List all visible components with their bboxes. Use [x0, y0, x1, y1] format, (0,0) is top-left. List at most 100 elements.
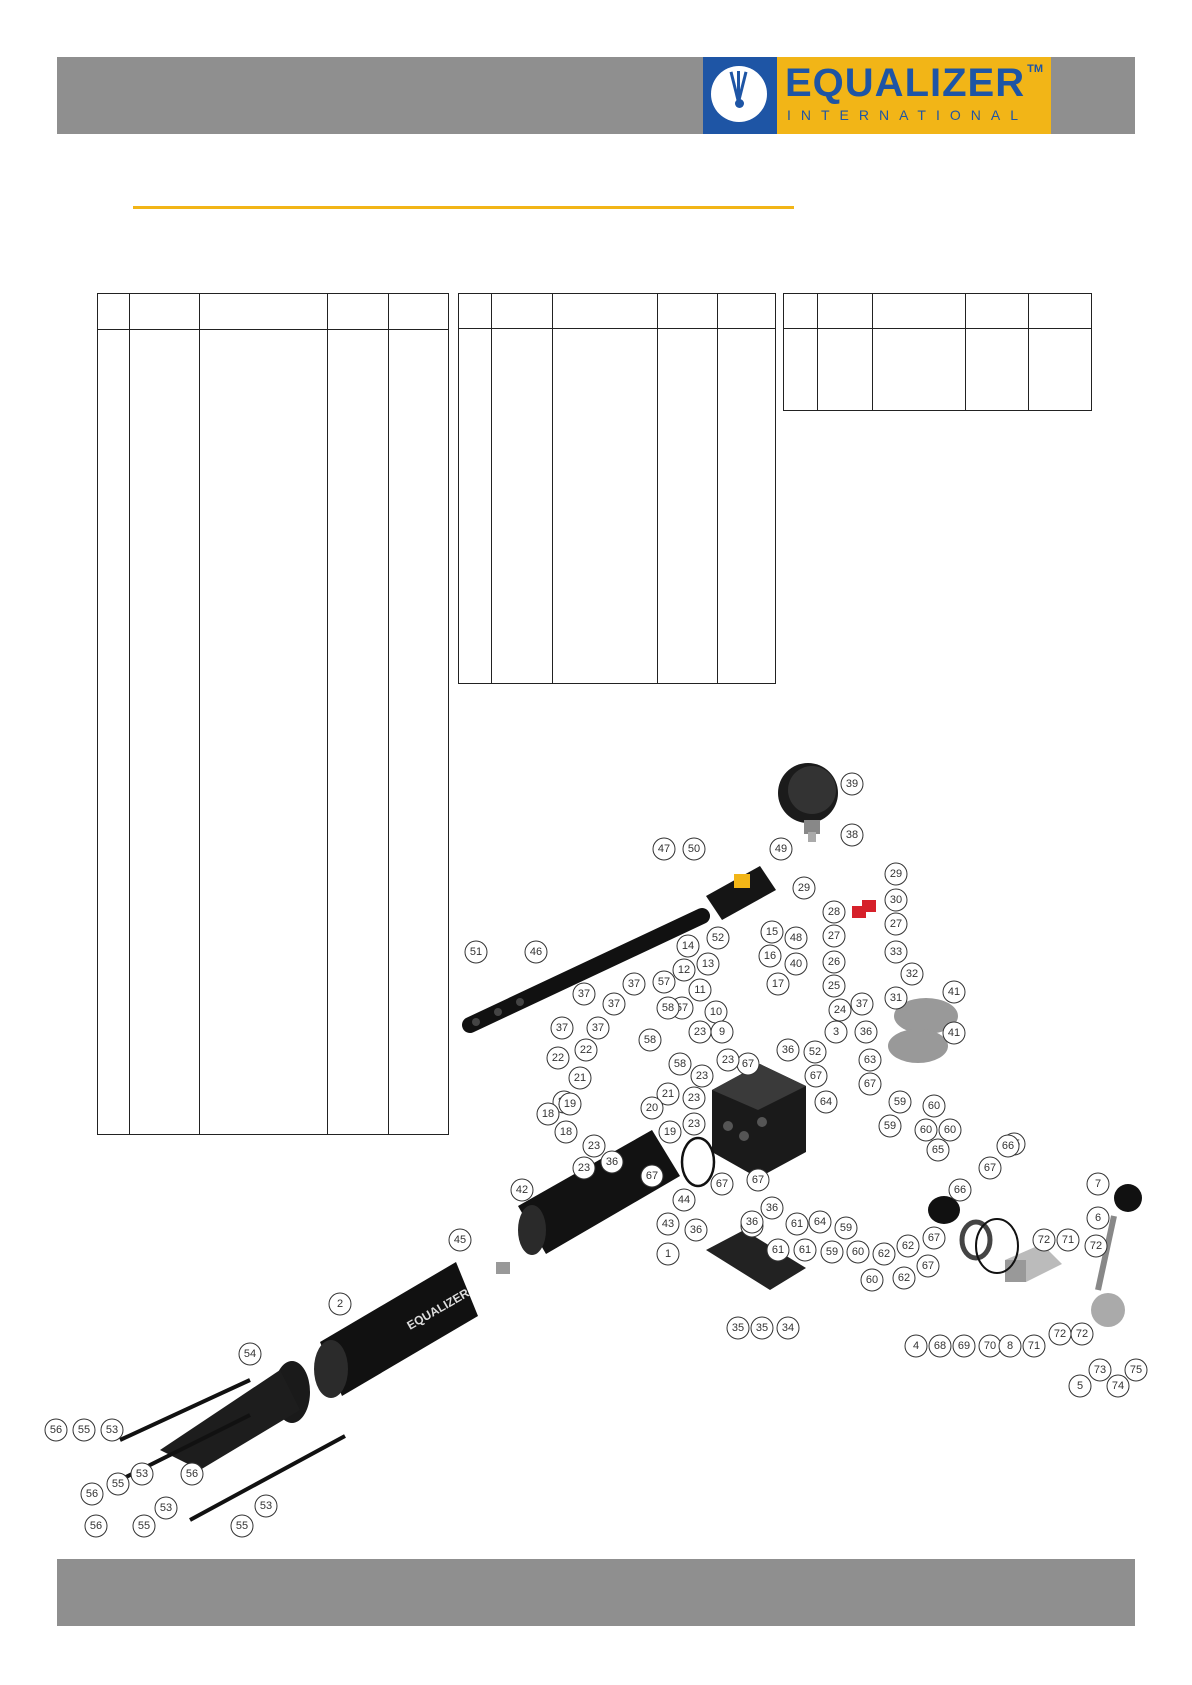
callout-number: 56: [50, 1424, 62, 1436]
callout-26: 26: [822, 950, 846, 974]
callout-64: 64: [814, 1090, 838, 1114]
callout-number: 61: [799, 1244, 811, 1256]
callout-number: 53: [106, 1424, 118, 1436]
callout-number: 36: [606, 1156, 618, 1168]
callout-70: 70: [978, 1334, 1002, 1358]
callout-number: 11: [694, 984, 705, 996]
callout-46: 46: [524, 940, 548, 964]
callout-37: 37: [850, 992, 874, 1016]
callout-number: 19: [664, 1126, 676, 1138]
callout-number: 60: [944, 1124, 956, 1136]
callout-number: 31: [890, 992, 902, 1004]
callout-23: 23: [716, 1048, 740, 1072]
callout-59: 59: [878, 1114, 902, 1138]
callout-number: 72: [1038, 1234, 1050, 1246]
callout-51: 51: [464, 940, 488, 964]
callout-number: 58: [662, 1002, 674, 1014]
parts-table-left: [97, 293, 450, 1135]
callout-number: 22: [580, 1044, 592, 1056]
callout-number: 8: [1007, 1340, 1013, 1352]
callout-39: 39: [840, 772, 864, 796]
callout-number: 51: [470, 946, 482, 958]
parts-table-right: [783, 293, 1093, 411]
callout-number: 23: [694, 1026, 706, 1038]
callout-number: 62: [878, 1248, 890, 1260]
callout-71: 71: [1022, 1334, 1046, 1358]
callout-56: 56: [44, 1418, 68, 1442]
callout-27: 27: [822, 924, 846, 948]
callout-number: 67: [646, 1170, 658, 1182]
callout-number: 36: [860, 1026, 872, 1038]
callout-32: 32: [900, 962, 924, 986]
callout-number: 71: [1062, 1234, 1074, 1246]
callout-number: 60: [866, 1274, 878, 1286]
callout-number: 45: [454, 1234, 466, 1246]
callout-number: 27: [890, 918, 902, 930]
logo-mark: [703, 57, 777, 134]
callout-60: 60: [938, 1118, 962, 1142]
callout-67: 67: [710, 1172, 734, 1196]
callout-67: 67: [978, 1156, 1002, 1180]
callout-49: 49: [769, 837, 793, 861]
logo-wordmark: EQUALIZER: [785, 61, 1026, 105]
callout-30: 30: [884, 888, 908, 912]
callout-number: 23: [588, 1140, 600, 1152]
callout-73: 73: [1088, 1358, 1112, 1382]
callout-2: 2: [328, 1292, 352, 1316]
callout-number: 21: [574, 1072, 586, 1084]
callout-54: 54: [238, 1342, 262, 1366]
callout-number: 67: [864, 1078, 876, 1090]
callout-23: 23: [690, 1064, 714, 1088]
callout-number: 29: [890, 868, 902, 880]
callout-number: 54: [244, 1348, 256, 1360]
callout-66: 66: [996, 1134, 1020, 1158]
callout-number: 64: [820, 1096, 832, 1108]
callout-6: 6: [1086, 1206, 1110, 1230]
callout-number: 1: [665, 1248, 671, 1260]
callout-number: 62: [902, 1240, 914, 1252]
callout-9: 9: [710, 1020, 734, 1044]
callout-number: 37: [556, 1022, 568, 1034]
callout-number: 44: [678, 1194, 690, 1206]
callout-number: 38: [846, 829, 858, 841]
callout-number: 47: [658, 843, 670, 855]
callout-number: 36: [782, 1044, 794, 1056]
callout-62: 62: [896, 1234, 920, 1258]
callout-number: 18: [542, 1108, 554, 1120]
callout-59: 59: [834, 1216, 858, 1240]
callout-number: 20: [646, 1102, 658, 1114]
callout-number: 68: [934, 1340, 946, 1352]
callout-number: 6: [1095, 1212, 1101, 1224]
callout-number: 60: [852, 1246, 864, 1258]
callout-number: 53: [260, 1500, 272, 1512]
callout-number: 42: [516, 1184, 528, 1196]
callout-number: 55: [236, 1520, 248, 1532]
callout-number: 37: [578, 988, 590, 1000]
callout-number: 59: [826, 1246, 838, 1258]
callout-37: 37: [586, 1016, 610, 1040]
pump-body: [712, 1064, 806, 1178]
callout-71: 71: [1056, 1228, 1080, 1252]
callout-36: 36: [600, 1150, 624, 1174]
callout-number: 34: [782, 1322, 794, 1334]
callout-43: 43: [656, 1212, 680, 1236]
callout-number: 37: [628, 978, 640, 990]
callout-23: 23: [582, 1134, 606, 1158]
callout-18: 18: [536, 1102, 560, 1126]
callout-64: 64: [808, 1210, 832, 1234]
parts-table-middle: [457, 293, 777, 684]
callout-61: 61: [785, 1212, 809, 1236]
callout-58: 58: [668, 1052, 692, 1076]
callout-13: 13: [696, 952, 720, 976]
callout-69: 69: [952, 1334, 976, 1358]
callout-29: 29: [884, 862, 908, 886]
callout-22: 22: [574, 1038, 598, 1062]
callout-number: 36: [690, 1224, 702, 1236]
callout-number: 67: [742, 1058, 754, 1070]
couplers: [888, 998, 958, 1063]
callout-number: 18: [560, 1126, 572, 1138]
callout-38: 38: [840, 823, 864, 847]
base-plate: [706, 1230, 806, 1290]
callout-number: 2: [337, 1298, 343, 1310]
logo-trademark: TM: [1027, 63, 1043, 75]
